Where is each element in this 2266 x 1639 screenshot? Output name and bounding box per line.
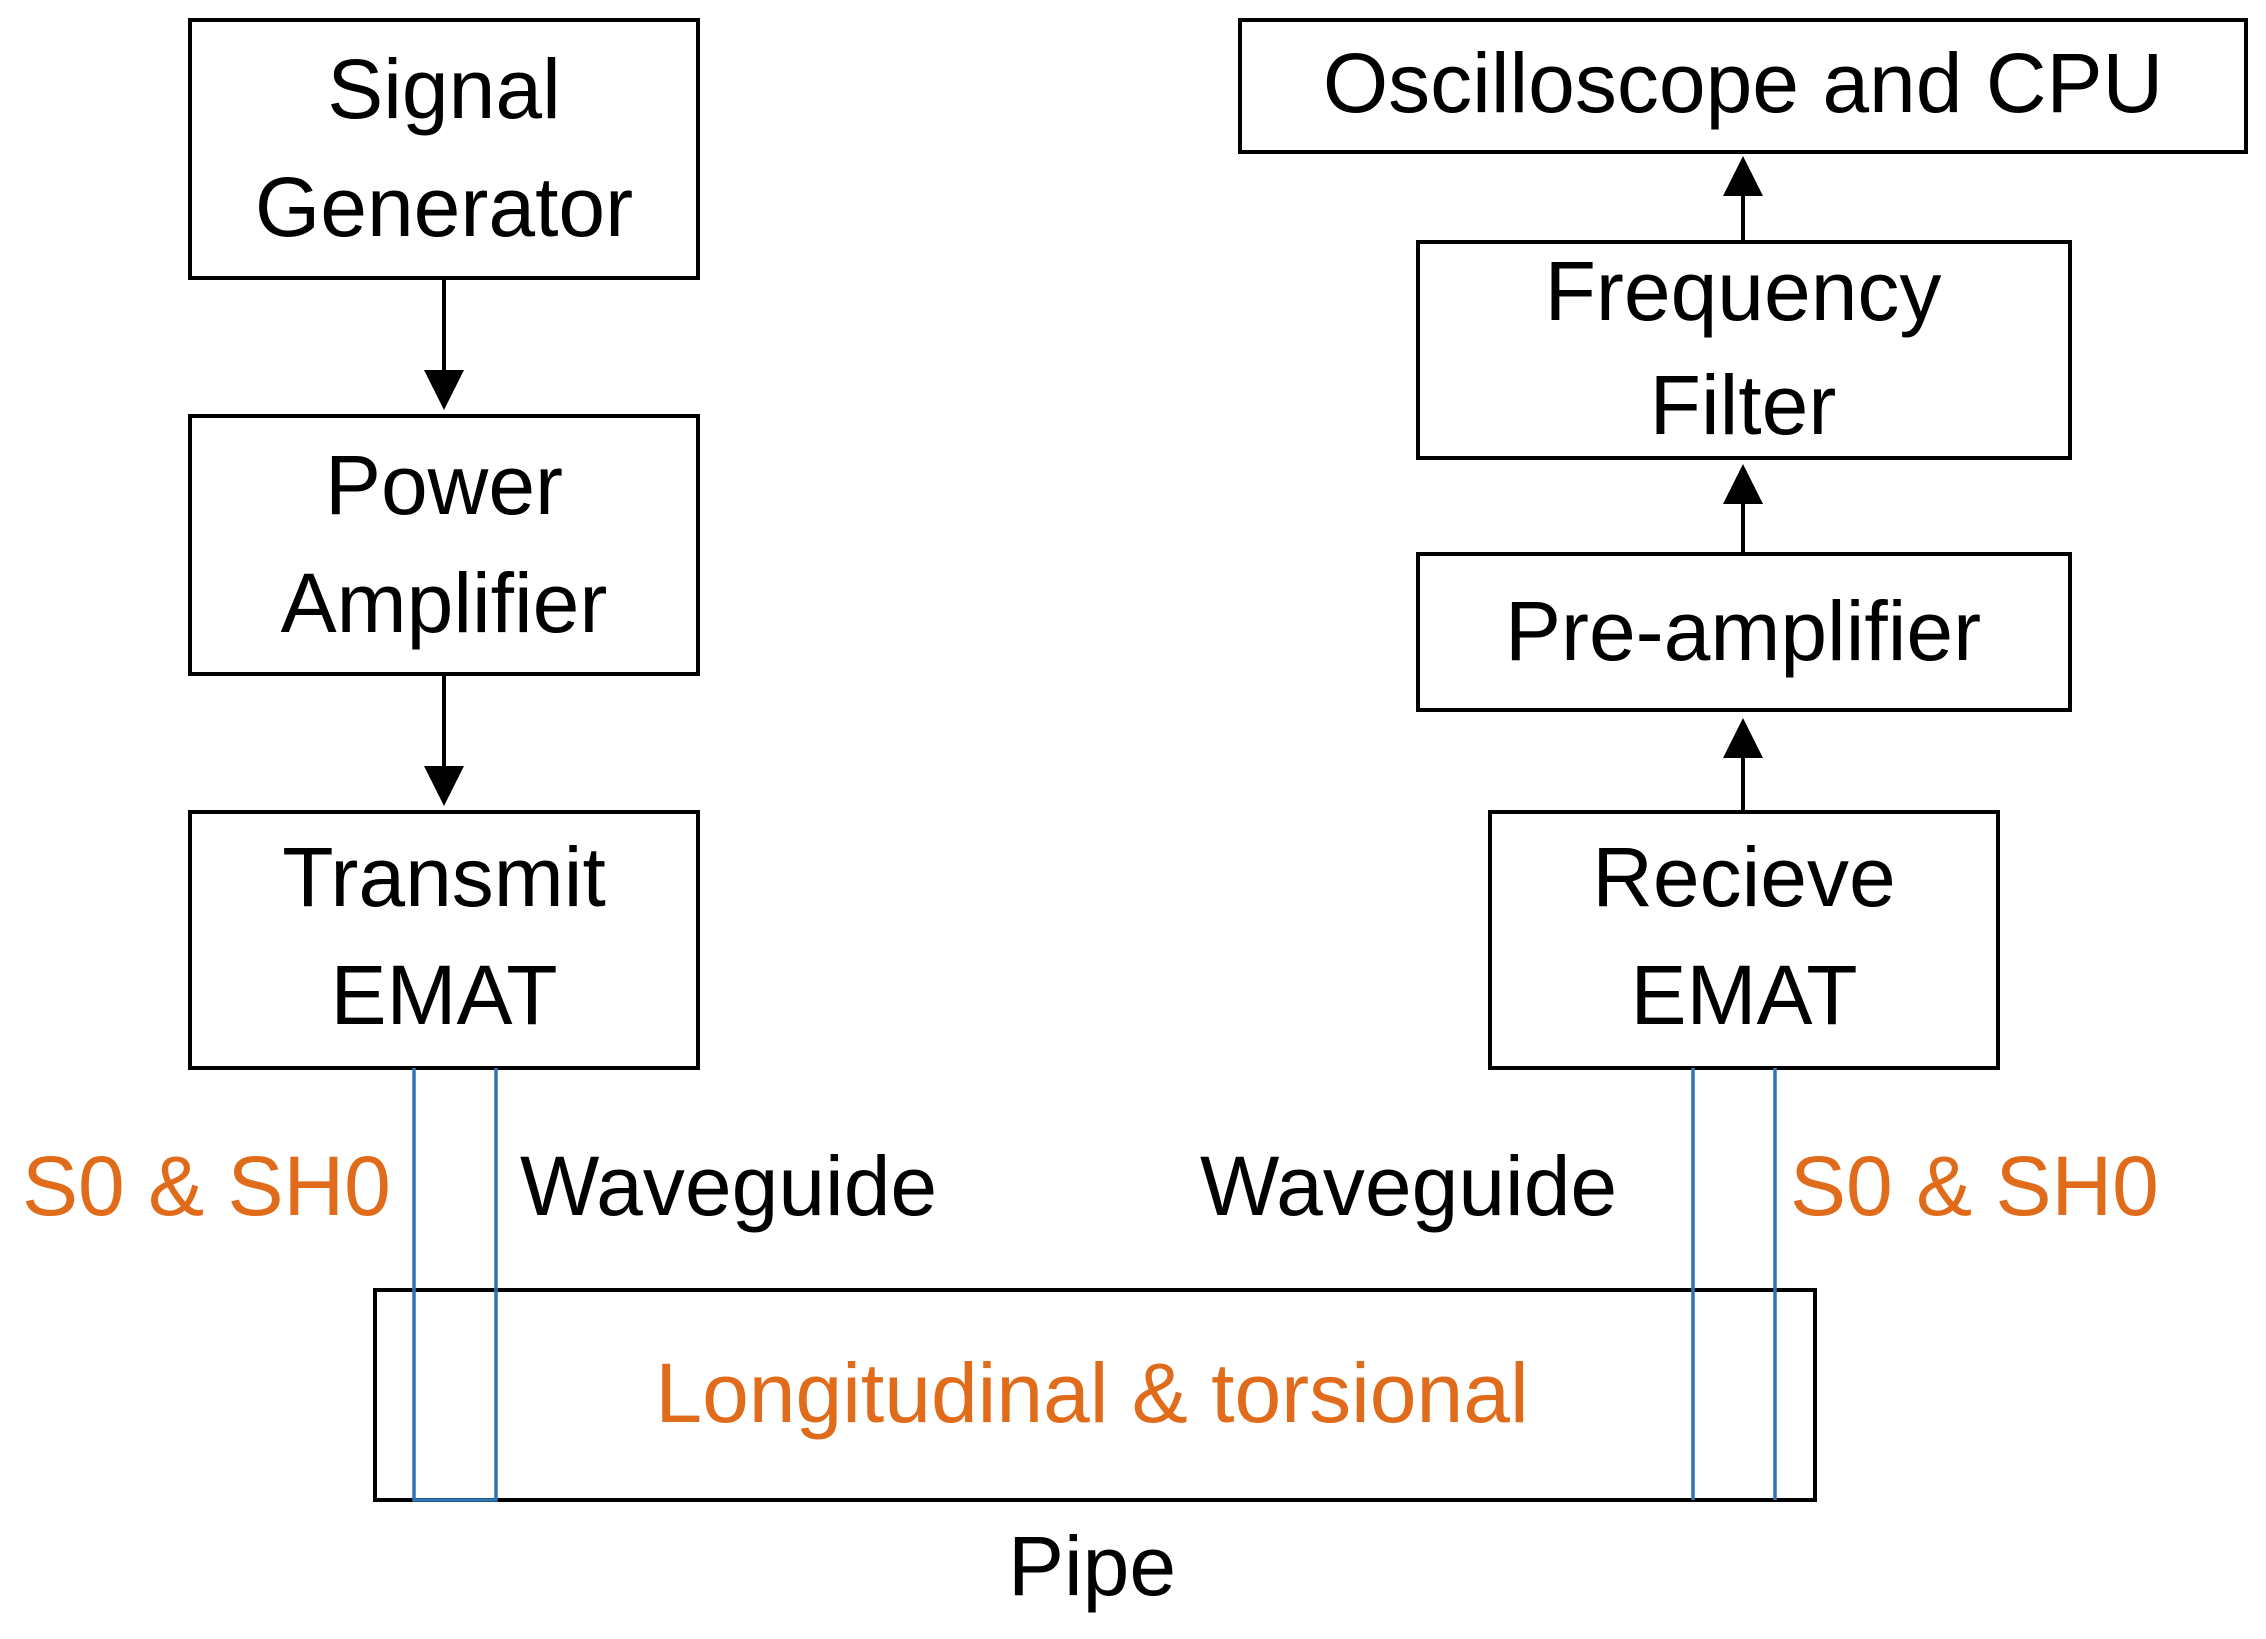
signal-generator-box — [188, 18, 700, 280]
arrow-signal-to-power — [424, 278, 464, 410]
receive-emat-label-line2: EMAT — [1630, 948, 1857, 1042]
pipe-box — [373, 1288, 1817, 1502]
pipe-label: Pipe — [1008, 1519, 1176, 1613]
pre-amplifier-label: Pre-amplifier — [1505, 584, 1981, 678]
oscilloscope-box — [1238, 18, 2248, 154]
left-modes-label: S0 & SH0 — [22, 1139, 391, 1233]
arrow-filter-to-oscilloscope — [1723, 156, 1763, 240]
frequency-filter-label-line1: Frequency — [1545, 244, 1942, 338]
frequency-filter-label-line2: Filter — [1650, 358, 1837, 452]
transmit-emat-block: Transmit EMAT — [188, 810, 700, 1070]
receive-emat-label-line1: Recieve — [1592, 830, 1895, 924]
signal-generator-label-line2: Generator — [255, 160, 633, 254]
right-modes-label: S0 & SH0 — [1790, 1139, 2159, 1233]
transmit-emat-label-line2: EMAT — [330, 948, 557, 1042]
frequency-filter-block: Frequency Filter — [1416, 240, 2072, 460]
power-amplifier-label-line1: Power — [325, 438, 563, 532]
oscilloscope-block: Oscilloscope and CPU — [1238, 18, 2248, 154]
left-waveguide-line — [412, 1068, 498, 1502]
receive-emat-box — [1488, 810, 2000, 1070]
power-amplifier-label-line2: Amplifier — [281, 556, 608, 650]
transmit-emat-box — [188, 810, 700, 1070]
signal-generator-label-line1: Signal — [327, 42, 561, 136]
pipe-modes-label: Longitudinal & torsional — [655, 1346, 1528, 1440]
transmit-emat-label-line1: Transmit — [282, 830, 606, 924]
pipe-block: Longitudinal & torsional Pipe — [373, 1288, 1817, 1613]
arrow-receive-to-preamp — [1723, 718, 1763, 812]
power-amplifier-box — [188, 414, 700, 676]
arrow-preamp-to-filter — [1723, 464, 1763, 552]
frequency-filter-box — [1416, 240, 2072, 460]
left-waveguide-label: Waveguide — [520, 1139, 937, 1233]
pre-amplifier-block: Pre-amplifier — [1416, 552, 2072, 712]
right-waveguide-label: Waveguide — [1200, 1139, 1617, 1233]
power-amplifier-block: Power Amplifier — [188, 414, 700, 676]
receive-emat-block: Recieve EMAT — [1488, 810, 2000, 1070]
signal-generator-block: Signal Generator — [188, 18, 700, 280]
pre-amplifier-box — [1416, 552, 2072, 712]
oscilloscope-label: Oscilloscope and CPU — [1323, 36, 2163, 130]
arrow-power-to-transmit — [424, 674, 464, 806]
